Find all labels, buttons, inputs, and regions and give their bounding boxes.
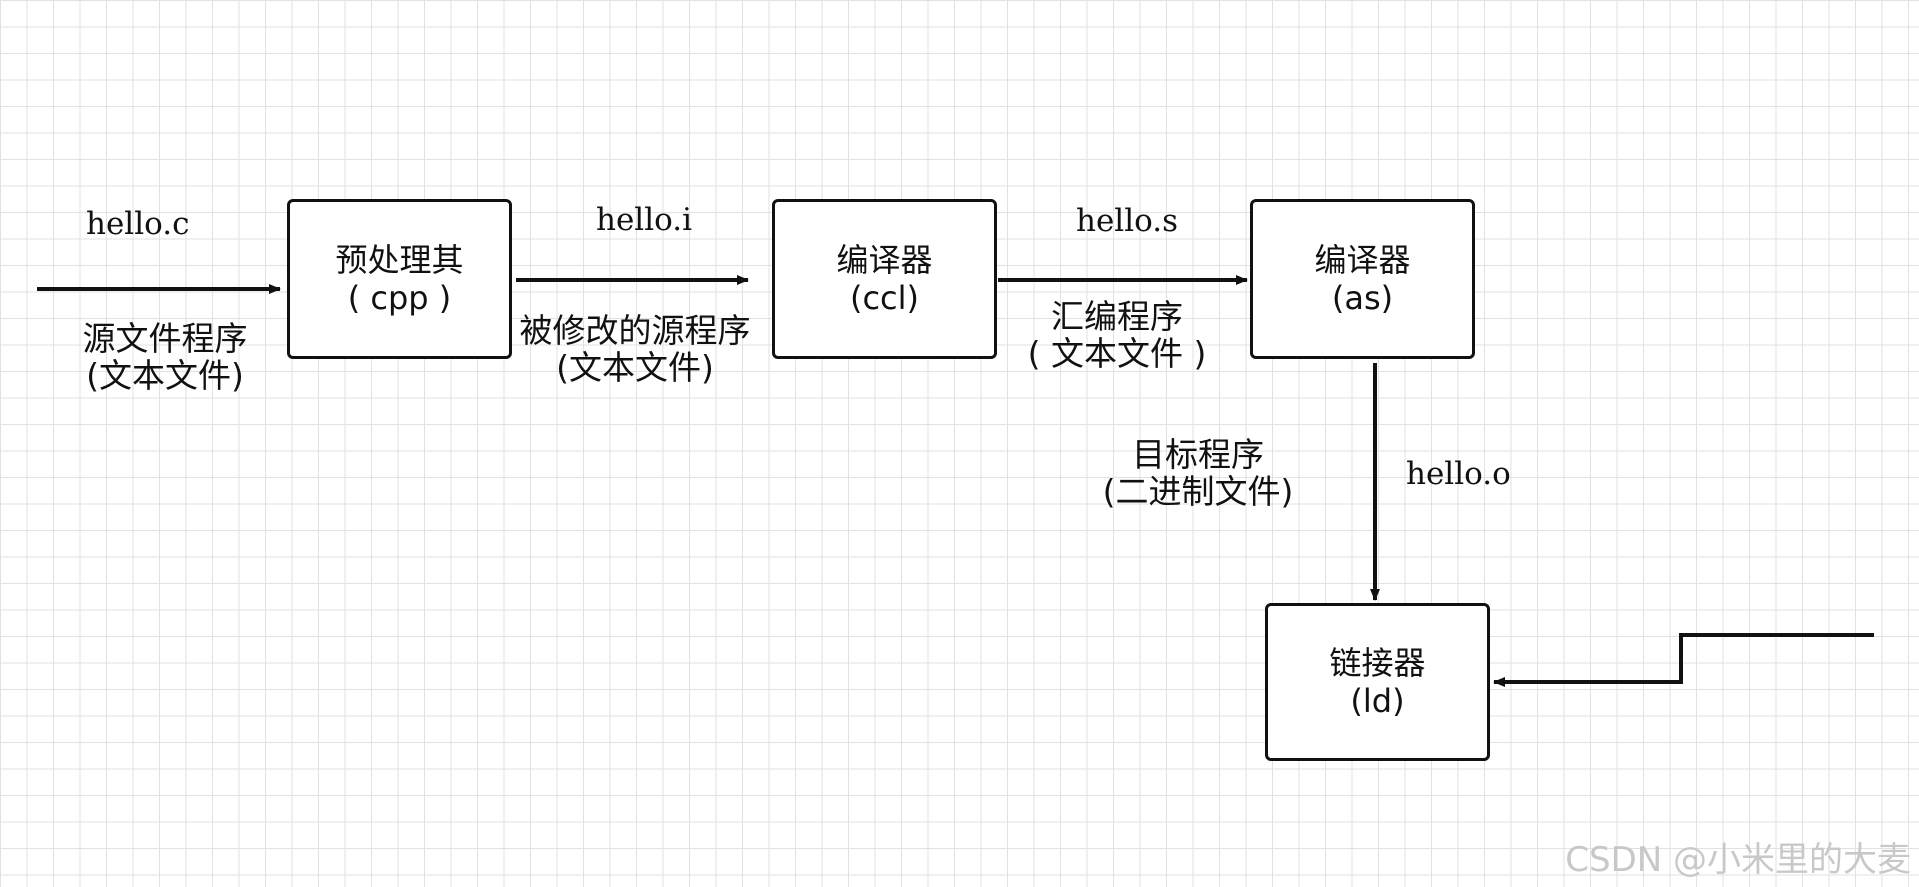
label-pre-to-comp-desc-line1: 被修改的源程序: [519, 311, 751, 350]
label-hello-c: hello.c: [86, 206, 190, 242]
preprocessor-title: 预处理其: [335, 241, 464, 279]
assembler-title: 编译器: [1314, 241, 1411, 279]
compiler-title: 编译器: [836, 241, 933, 279]
compiler-box: 编译器 (ccl): [772, 199, 997, 359]
label-hello-i: hello.i: [596, 202, 693, 238]
label-input-desc-line2: (文本文件): [86, 356, 244, 395]
label-comp-to-asm-desc: 汇编程序 ( 文本文件 ): [1012, 298, 1222, 372]
watermark: CSDN @小米里的大麦: [1565, 840, 1911, 880]
linker-title: 链接器: [1329, 644, 1426, 682]
assembler-box: 编译器 (as): [1250, 199, 1475, 359]
label-comp-to-asm-desc-line1: 汇编程序: [1051, 297, 1183, 336]
label-hello-o: hello.o: [1406, 456, 1511, 492]
label-input-desc: 源文件程序 (文本文件): [60, 320, 270, 394]
label-asm-to-link-desc-line2: (二进制文件): [1102, 472, 1294, 511]
label-asm-to-link-desc-line1: 目标程序: [1132, 435, 1264, 474]
linker-box: 链接器 (ld): [1265, 603, 1490, 761]
linker-subtitle: (ld): [1350, 682, 1405, 720]
label-asm-to-link-desc: 目标程序 (二进制文件): [1093, 436, 1303, 510]
preprocessor-subtitle: ( cpp ): [347, 279, 452, 317]
label-pre-to-comp-desc-line2: (文本文件): [556, 348, 714, 387]
label-hello-s: hello.s: [1076, 203, 1179, 239]
label-pre-to-comp-desc: 被修改的源程序 (文本文件): [507, 312, 763, 386]
label-input-desc-line1: 源文件程序: [82, 319, 248, 358]
preprocessor-box: 预处理其 ( cpp ): [287, 199, 512, 359]
edge-external-to-linker-arrow: [1493, 633, 1874, 687]
assembler-subtitle: (as): [1331, 279, 1394, 317]
compiler-subtitle: (ccl): [849, 279, 920, 317]
label-comp-to-asm-desc-line2: ( 文本文件 ): [1027, 334, 1207, 373]
